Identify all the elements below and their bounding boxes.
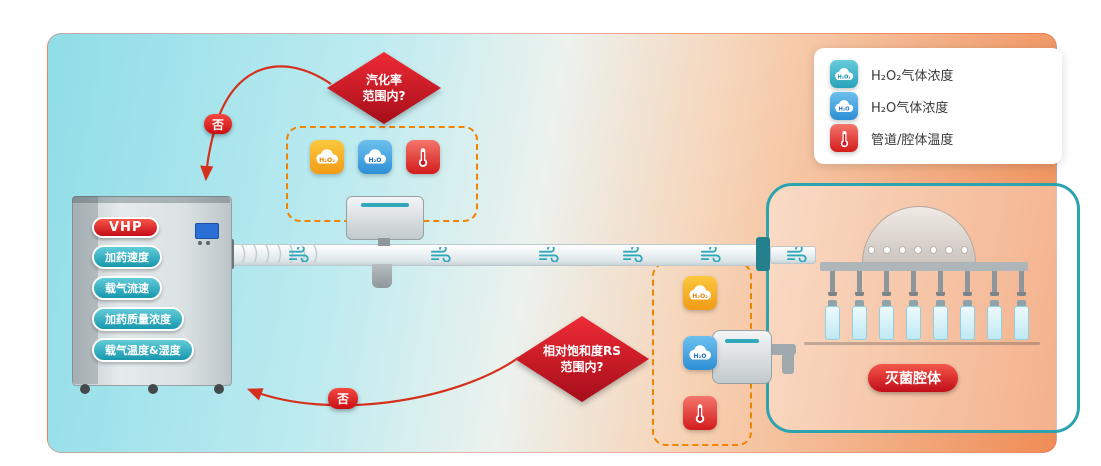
filling-nozzle xyxy=(884,271,889,293)
h2o-text: H₂O xyxy=(693,353,706,360)
vial xyxy=(825,300,840,340)
temperature-sensor-tile xyxy=(406,140,440,174)
chamber-label: 灭菌腔体 xyxy=(868,364,958,392)
h2o-text: H₂O xyxy=(839,106,851,112)
filling-manifold xyxy=(820,262,1028,271)
filling-nozzle xyxy=(857,271,862,293)
decision-vaporization: 汽化率 范围内? xyxy=(327,52,441,124)
h2o2-text: H₂O₂ xyxy=(837,74,850,80)
sensor-stem xyxy=(378,238,390,246)
sensor-probe xyxy=(372,264,392,288)
legend-label-h2o2: H₂O₂气体浓度 xyxy=(871,68,954,84)
control-buttons xyxy=(198,241,210,245)
h2o-text: H₂O xyxy=(368,157,381,164)
filling-nozzle xyxy=(938,271,943,293)
caster-wheel xyxy=(148,384,158,394)
legend: H₂O₂ H₂O₂气体浓度 H₂O H₂O气体浓度 管道/腔体温度 xyxy=(814,48,1062,164)
vial xyxy=(933,300,948,340)
no-badge-saturation: 否 xyxy=(328,388,358,409)
sensor-logo-stripe xyxy=(361,203,409,207)
legend-row-h2o: H₂O H₂O气体浓度 xyxy=(830,92,1046,120)
sensor-arm-elbow xyxy=(782,352,794,374)
filling-nozzle xyxy=(992,271,997,293)
control-screen xyxy=(195,223,219,239)
nozzle-tip xyxy=(855,292,864,296)
legend-row-temperature: 管道/腔体温度 xyxy=(830,124,1046,152)
thermometer-icon xyxy=(695,404,705,423)
h2o-cloud-icon: H₂O xyxy=(364,149,387,164)
no-badge-vaporization: 否 xyxy=(204,114,232,134)
h2o2-sensor-tile: H₂O₂ xyxy=(683,276,717,310)
h2o-sensor-tile: H₂O xyxy=(358,140,392,174)
h2o2-text: H₂O₂ xyxy=(692,293,708,300)
param-carrier-gas-flow: 载气流速 xyxy=(92,276,162,300)
vhp-badge: VHP xyxy=(92,217,160,238)
decision-vaporization-text: 汽化率 范围内? xyxy=(362,72,406,103)
h2o2-text: H₂O₂ xyxy=(319,157,335,164)
vial-shelf xyxy=(804,342,1040,345)
thermometer-icon xyxy=(418,148,428,167)
vial xyxy=(1014,300,1029,340)
vial xyxy=(879,300,894,340)
decision-saturation-text: 相对饱和度RS 范围内? xyxy=(543,343,621,374)
h2o2-cloud-icon: H₂O₂ xyxy=(316,149,339,164)
temperature-sensor-tile xyxy=(830,124,858,152)
pipe-bellows xyxy=(241,245,318,263)
machine-parameter-labels: VHP 加药速度 载气流速 加药质量浓度 载气温度&湿度 xyxy=(92,217,194,362)
filling-nozzle xyxy=(830,271,835,293)
h2o-sensor-tile: H₂O xyxy=(683,336,717,370)
nozzle-tip xyxy=(936,292,945,296)
nozzle-tip xyxy=(909,292,918,296)
filling-nozzle xyxy=(911,271,916,293)
decision-saturation: 相对饱和度RS 范围内? xyxy=(515,316,649,402)
dome-dots xyxy=(868,246,968,254)
caster-wheel xyxy=(214,384,224,394)
airflow-icon xyxy=(538,247,559,262)
airflow-icon xyxy=(430,247,451,262)
nozzle-tip xyxy=(828,292,837,296)
chamber-sensor-device xyxy=(712,330,772,384)
nozzle-tip xyxy=(882,292,891,296)
param-dosing-speed: 加药速度 xyxy=(92,245,162,269)
filling-nozzle xyxy=(1019,271,1024,293)
vial xyxy=(852,300,867,340)
nozzle-tip xyxy=(990,292,999,296)
airflow-icon xyxy=(622,247,643,262)
sensor-arm xyxy=(764,344,796,355)
param-carrier-temp-humidity: 载气温度&湿度 xyxy=(92,338,194,362)
param-dosing-concentration: 加药质量浓度 xyxy=(92,307,184,331)
legend-label-h2o: H₂O气体浓度 xyxy=(871,100,949,116)
pipe-sensor-device xyxy=(346,196,424,240)
h2o2-sensor-tile: H₂O₂ xyxy=(310,140,344,174)
vial xyxy=(987,300,1002,340)
airflow-icon xyxy=(288,247,309,262)
h2o-cloud-icon: H₂O xyxy=(689,345,712,360)
nozzle-tip xyxy=(1017,292,1026,296)
h2o-cloud-icon: H₂O xyxy=(835,99,854,112)
h2o2-cloud-icon: H₂O₂ xyxy=(835,67,854,80)
filling-nozzle xyxy=(965,271,970,293)
caster-wheel xyxy=(80,384,90,394)
vial xyxy=(960,300,975,340)
h2o-sensor-tile: H₂O xyxy=(830,92,858,120)
h2o2-sensor-tile: H₂O₂ xyxy=(830,60,858,88)
thermometer-icon xyxy=(840,130,848,147)
vial xyxy=(906,300,921,340)
airflow-icon xyxy=(786,247,807,262)
h2o2-cloud-icon: H₂O₂ xyxy=(689,285,712,300)
sensor-logo-stripe xyxy=(725,339,759,343)
nozzle-tip xyxy=(963,292,972,296)
temperature-sensor-tile xyxy=(683,396,717,430)
vhp-generator-top xyxy=(72,196,230,203)
legend-row-h2o2: H₂O₂ H₂O₂气体浓度 xyxy=(830,60,1046,88)
legend-label-temperature: 管道/腔体温度 xyxy=(871,132,954,148)
chamber-pipe-connector xyxy=(756,237,770,271)
airflow-icon xyxy=(700,247,721,262)
